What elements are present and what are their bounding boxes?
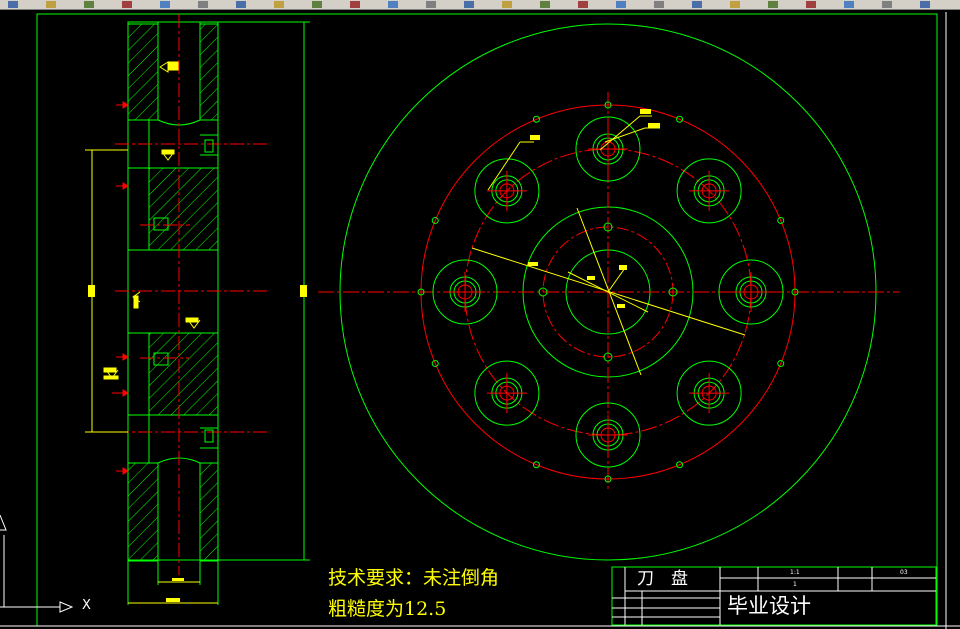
hub-hole [668, 287, 678, 297]
layer-icon[interactable] [844, 1, 854, 8]
hub-hole [603, 222, 613, 232]
tool-palette-icon[interactable] [654, 1, 664, 8]
undo-icon[interactable] [350, 1, 360, 8]
pin-hole [777, 216, 785, 224]
boss-circle [718, 259, 784, 325]
zoom-prev-icon[interactable] [540, 1, 550, 8]
save-icon[interactable] [84, 1, 94, 8]
leader-arrows [112, 101, 129, 475]
pan-icon[interactable] [426, 1, 436, 8]
ucs-x-label: X [82, 598, 91, 613]
dimension-text-marker [617, 304, 625, 308]
dimension-text-marker [530, 135, 540, 140]
section-view [85, 14, 310, 605]
dim-line-center [607, 267, 626, 293]
print-icon[interactable] [122, 1, 132, 8]
quantity-value: 1 [793, 581, 797, 588]
redo-icon[interactable] [388, 1, 398, 8]
pin-hole [676, 115, 684, 123]
roughness-symbols [103, 61, 201, 380]
pin-hole-axis [791, 288, 799, 296]
boss-circle [474, 360, 540, 426]
scale-value: 1:1 [790, 569, 800, 576]
calc-icon[interactable] [768, 1, 778, 8]
pin-hole [431, 360, 439, 368]
preview-icon[interactable] [160, 1, 170, 8]
pin-hole [676, 461, 684, 469]
zoom-icon[interactable] [464, 1, 474, 8]
pin-hole [532, 115, 540, 123]
sheet-set-icon[interactable] [692, 1, 702, 8]
hatched-regions [127, 23, 219, 562]
match-icon[interactable] [312, 1, 322, 8]
boss-circle [575, 116, 641, 182]
boss-circle [575, 402, 641, 468]
dimension-text-marker [640, 109, 651, 114]
hub-hole [538, 287, 548, 297]
drawing-frame [36, 13, 938, 627]
front-view [318, 23, 900, 561]
hub-hole [603, 352, 613, 362]
boss-circle [432, 259, 498, 325]
dim-line-pitch [576, 207, 642, 376]
zoom-window-icon[interactable] [502, 1, 512, 8]
properties-icon[interactable] [578, 1, 588, 8]
copy-icon[interactable] [236, 1, 246, 8]
title-block [611, 566, 937, 626]
pin-hole [431, 216, 439, 224]
drawing-number: 03 [900, 569, 908, 576]
dimension-text-marker [648, 123, 660, 128]
leader-line-3 [604, 127, 646, 143]
section-dim-markers [88, 285, 307, 602]
boss-circle [676, 158, 742, 224]
pin-hole-axis [604, 475, 612, 483]
dimension-text-marker [528, 262, 538, 266]
plug-detail-2 [204, 429, 214, 443]
layer-state-icon[interactable] [882, 1, 892, 8]
markup-icon[interactable] [730, 1, 740, 8]
part-name: 刀 盘 [637, 569, 688, 589]
plug-detail [204, 139, 214, 153]
pin-hole [532, 461, 540, 469]
leader-line-1 [487, 141, 521, 191]
dimension-text-marker [587, 276, 595, 280]
project-title: 毕业设计 [727, 594, 811, 618]
pin-hole-axis [604, 101, 612, 109]
paste-icon[interactable] [274, 1, 284, 8]
section-centerlines [115, 14, 270, 575]
pin-hole [777, 360, 785, 368]
leader-line-2 [599, 115, 641, 151]
standard-toolbar [0, 0, 960, 10]
boss-circle [676, 360, 742, 426]
help-icon[interactable] [806, 1, 816, 8]
ucs-icon [0, 514, 74, 613]
tech-requirements-line1: 技术要求：未注倒角 [328, 567, 500, 589]
color-icon[interactable] [920, 1, 930, 8]
pin-hole-axis [417, 288, 425, 296]
cut-icon[interactable] [198, 1, 208, 8]
dimension-text-marker [619, 265, 627, 270]
tech-requirements-line2: 粗糙度为12.5 [328, 598, 447, 620]
open-icon[interactable] [46, 1, 56, 8]
boss-circle [474, 158, 540, 224]
new-icon[interactable] [8, 1, 18, 8]
design-center-icon[interactable] [616, 1, 626, 8]
drawing-canvas[interactable] [0, 10, 960, 629]
